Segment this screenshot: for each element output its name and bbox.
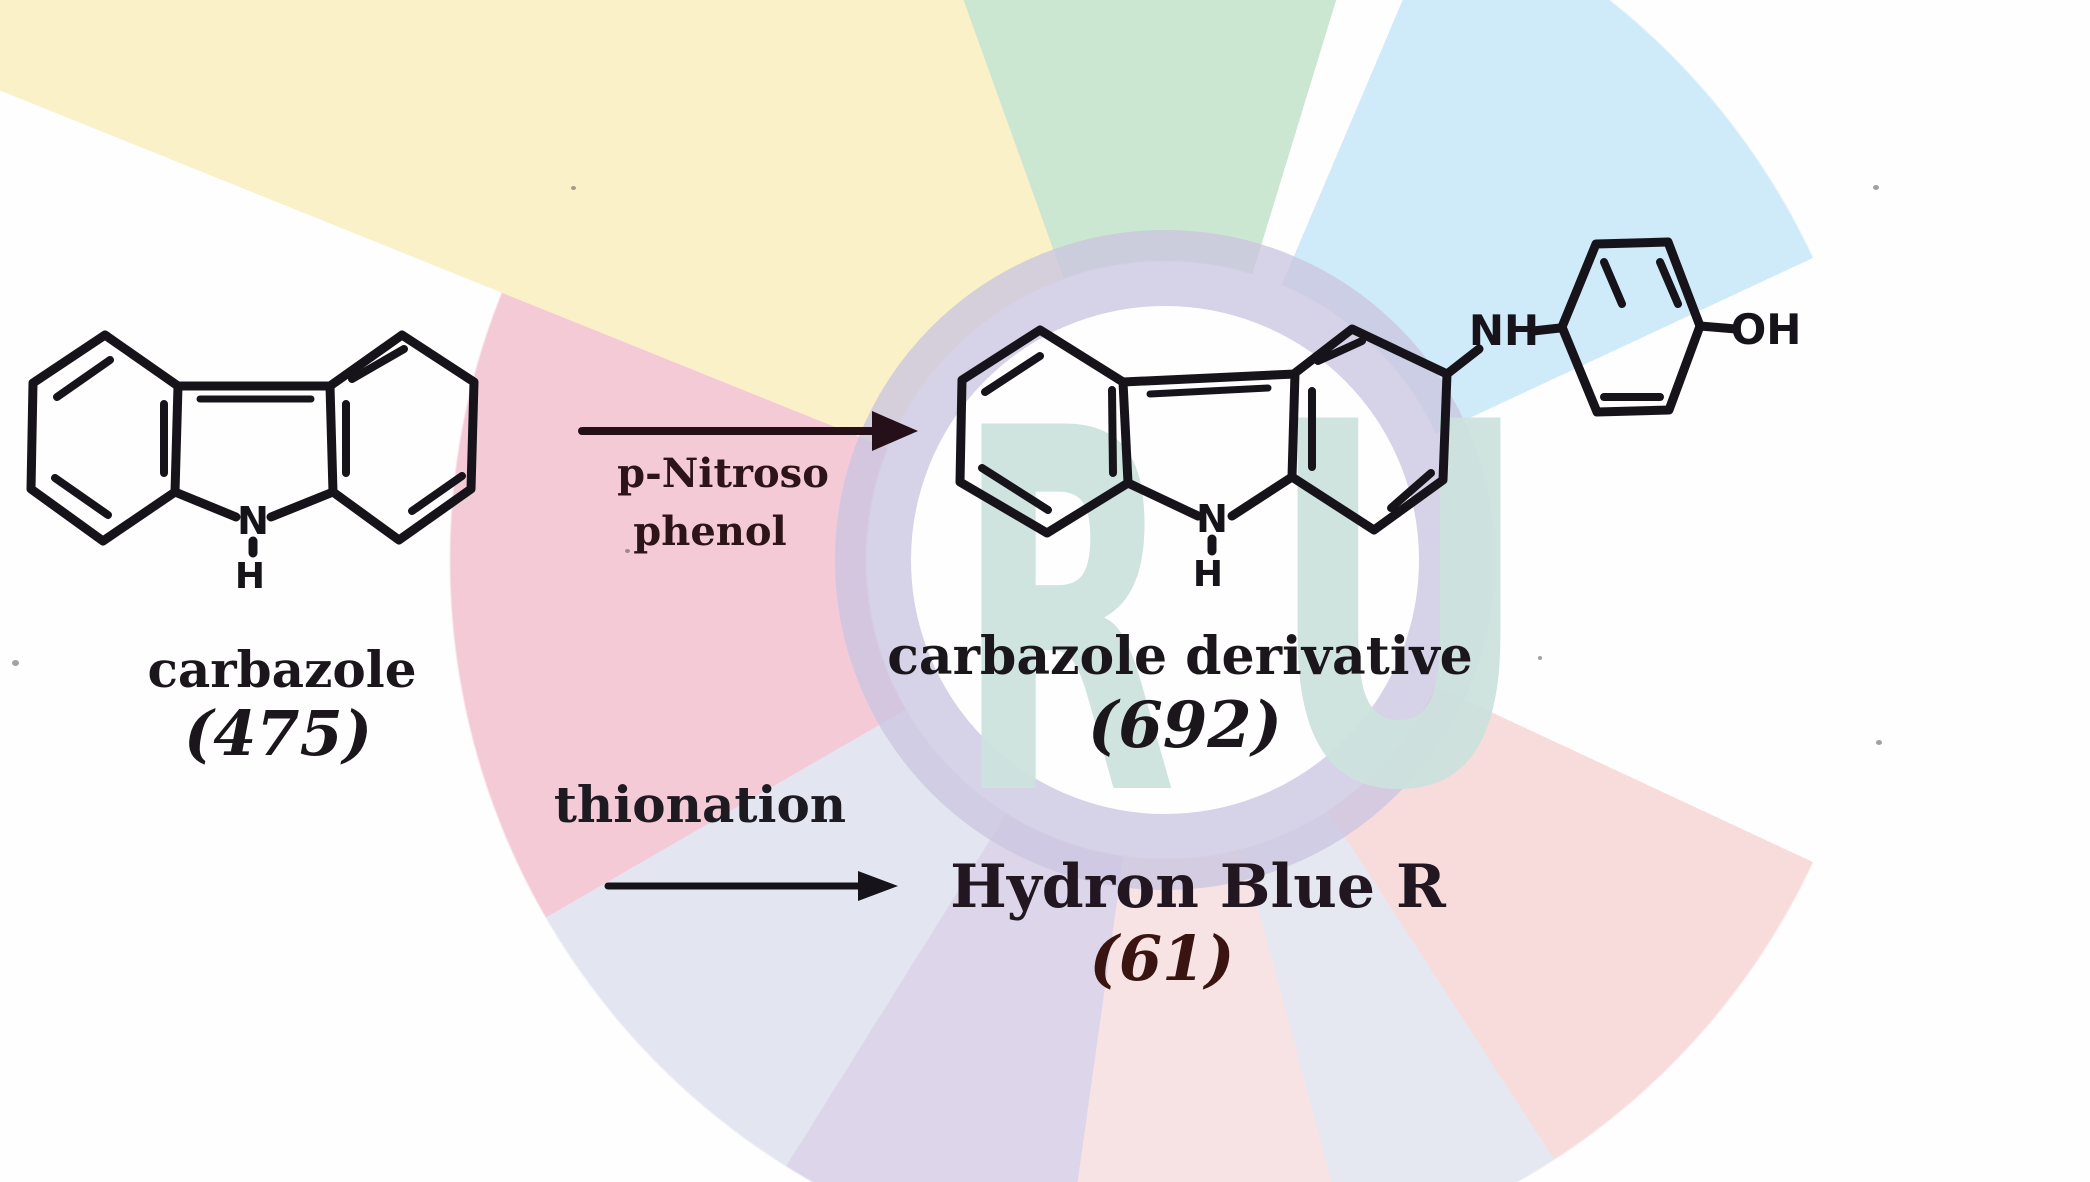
product1-name-label: carbazole derivative bbox=[887, 626, 1473, 687]
double-bond-ticks bbox=[342, 345, 466, 515]
double-bond-ticks bbox=[51, 356, 168, 519]
benzene-ring-left bbox=[955, 325, 1133, 538]
reaction-arrow-2 bbox=[604, 871, 898, 901]
bonds-to-nitrogen bbox=[170, 487, 338, 558]
pyrrole-top-double-bond bbox=[1146, 384, 1272, 398]
nh-group-label: NH bbox=[1469, 306, 1539, 355]
scan-speckle bbox=[12, 660, 19, 666]
bonds-to-nitrogen bbox=[1123, 472, 1297, 556]
hydrogen-atom-label: H bbox=[235, 556, 265, 597]
scan-speckle bbox=[1876, 740, 1882, 745]
benzene-ring-right bbox=[325, 330, 479, 545]
product1-ref-number: (692) bbox=[1087, 688, 1283, 763]
carbazole-structure: N H bbox=[26, 330, 479, 597]
double-bond-ticks bbox=[1600, 258, 1682, 401]
product2-name-label: Hydron Blue R bbox=[950, 852, 1446, 922]
scan-speckle bbox=[625, 549, 630, 553]
reactant-name-label: carbazole bbox=[147, 640, 417, 699]
scan-speckle bbox=[1538, 656, 1542, 660]
nitrogen-atom-label: N bbox=[1196, 497, 1228, 541]
double-bond-ticks bbox=[978, 352, 1117, 514]
nitrogen-atom-label: N bbox=[237, 499, 269, 543]
reagent-label-line2: phenol bbox=[633, 508, 787, 555]
scan-speckle bbox=[571, 186, 576, 190]
double-bond-ticks bbox=[1308, 337, 1435, 512]
phenol-ring bbox=[1557, 237, 1705, 417]
arrowhead bbox=[872, 411, 918, 451]
bond-to-nh bbox=[1442, 344, 1484, 379]
bond-nh-to-ring bbox=[1528, 323, 1565, 336]
bond-to-oh bbox=[1695, 321, 1741, 334]
carbazole-derivative-structure: N H NH OH bbox=[955, 237, 1802, 595]
hydrogen-atom-label: H bbox=[1193, 554, 1223, 595]
oh-group-label: OH bbox=[1731, 305, 1802, 354]
product2-ref-number: (61) bbox=[1089, 922, 1235, 995]
reaction-arrow-1 bbox=[578, 411, 918, 451]
arrowhead bbox=[858, 871, 898, 901]
step2-condition-label: thionation bbox=[553, 775, 847, 834]
reagent-label-line1: p-Nitroso bbox=[617, 450, 829, 497]
watermark-letter-r: R bbox=[955, 324, 1177, 906]
reactant-ref-number: (475) bbox=[183, 697, 373, 770]
scan-speckle bbox=[1873, 185, 1879, 190]
pyrrole-top-bond bbox=[1118, 369, 1300, 387]
